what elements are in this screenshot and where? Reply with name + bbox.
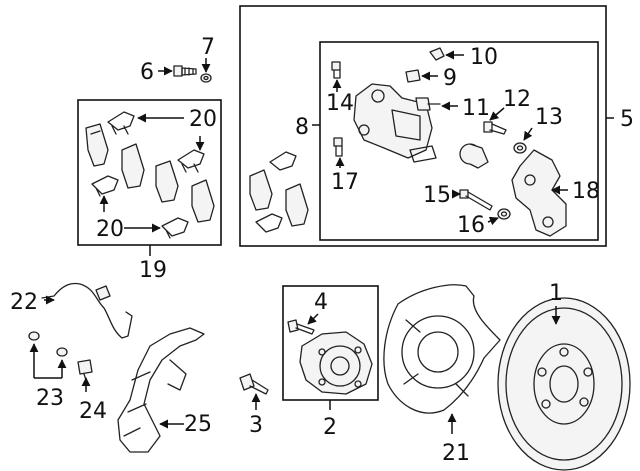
bolt-17-part bbox=[333, 137, 343, 157]
pad-clip-part bbox=[177, 149, 205, 173]
hub-bearing-2-part bbox=[299, 331, 373, 395]
callout-25: 25 bbox=[184, 412, 212, 437]
caliper-part bbox=[353, 83, 437, 163]
caliper-detail-box bbox=[319, 41, 599, 241]
callout-1: 1 bbox=[549, 281, 563, 306]
sensor-bracket-25-part bbox=[117, 327, 205, 453]
callout-16: 16 bbox=[457, 213, 485, 238]
brake-rotor-1-part bbox=[497, 297, 631, 471]
splash-shield-21-part bbox=[383, 284, 501, 414]
boot-16-part bbox=[497, 208, 511, 220]
washer-7-part bbox=[200, 73, 212, 83]
callout-9: 9 bbox=[443, 66, 457, 91]
brake-pad-part bbox=[285, 183, 309, 227]
leader-4 bbox=[307, 313, 319, 325]
callout-14: 14 bbox=[326, 91, 354, 116]
callout-20-bottom: 20 bbox=[96, 217, 124, 242]
callout-7: 7 bbox=[201, 35, 215, 60]
washer-23-part bbox=[28, 331, 68, 357]
hub-bolt-3-part bbox=[239, 373, 269, 395]
brake-pad-part bbox=[191, 179, 215, 223]
guide-bolt-12-part bbox=[483, 121, 507, 135]
leader-12 bbox=[489, 107, 505, 121]
pad-clip-part bbox=[255, 213, 283, 233]
wheel-stud-4-part bbox=[287, 319, 315, 335]
guide-pin-11-part bbox=[415, 97, 441, 111]
callout-19: 19 bbox=[139, 258, 167, 283]
callout-6: 6 bbox=[140, 60, 154, 85]
piston-part bbox=[459, 143, 489, 169]
callout-10: 10 bbox=[470, 45, 498, 70]
callout-3: 3 bbox=[249, 413, 263, 438]
callout-18: 18 bbox=[572, 179, 600, 204]
pad-clip-part bbox=[91, 175, 119, 197]
bolt-14-part bbox=[331, 61, 341, 79]
callout-17: 17 bbox=[331, 170, 359, 195]
callout-4: 4 bbox=[314, 290, 328, 315]
callout-22: 22 bbox=[10, 290, 38, 315]
leader-13 bbox=[523, 127, 533, 141]
callout-23: 23 bbox=[36, 386, 64, 411]
callout-12: 12 bbox=[503, 87, 531, 112]
callout-15: 15 bbox=[423, 183, 451, 208]
callout-21: 21 bbox=[442, 441, 470, 466]
pad-clip-part bbox=[161, 217, 189, 239]
caliper-bracket-18-part bbox=[511, 149, 567, 237]
brake-pad-part bbox=[155, 160, 179, 203]
brake-pad-part bbox=[85, 123, 109, 167]
boot-13-part bbox=[513, 142, 527, 154]
bolt-24-part bbox=[77, 359, 93, 381]
callout-8: 8 bbox=[295, 115, 309, 140]
callout-5: 5 bbox=[620, 107, 634, 132]
caliper-assembly-box bbox=[239, 5, 607, 247]
callout-20-top: 20 bbox=[189, 107, 217, 132]
callout-13: 13 bbox=[535, 105, 563, 130]
guide-pin-15-part bbox=[459, 189, 493, 211]
brake-pad-part bbox=[121, 143, 145, 189]
pad-clip-part bbox=[269, 151, 297, 171]
leader-16 bbox=[487, 216, 499, 226]
bleeder-cap-10-part bbox=[429, 47, 445, 61]
callout-11: 11 bbox=[462, 96, 490, 121]
wheel-speed-sensor-22-part bbox=[41, 282, 133, 339]
bleeder-screw-9-part bbox=[405, 69, 421, 83]
bolt-6-part bbox=[173, 65, 197, 77]
callout-24: 24 bbox=[79, 399, 107, 424]
pad-clip-part bbox=[107, 111, 135, 135]
brake-pad-part bbox=[249, 169, 273, 211]
callout-2: 2 bbox=[323, 415, 337, 440]
